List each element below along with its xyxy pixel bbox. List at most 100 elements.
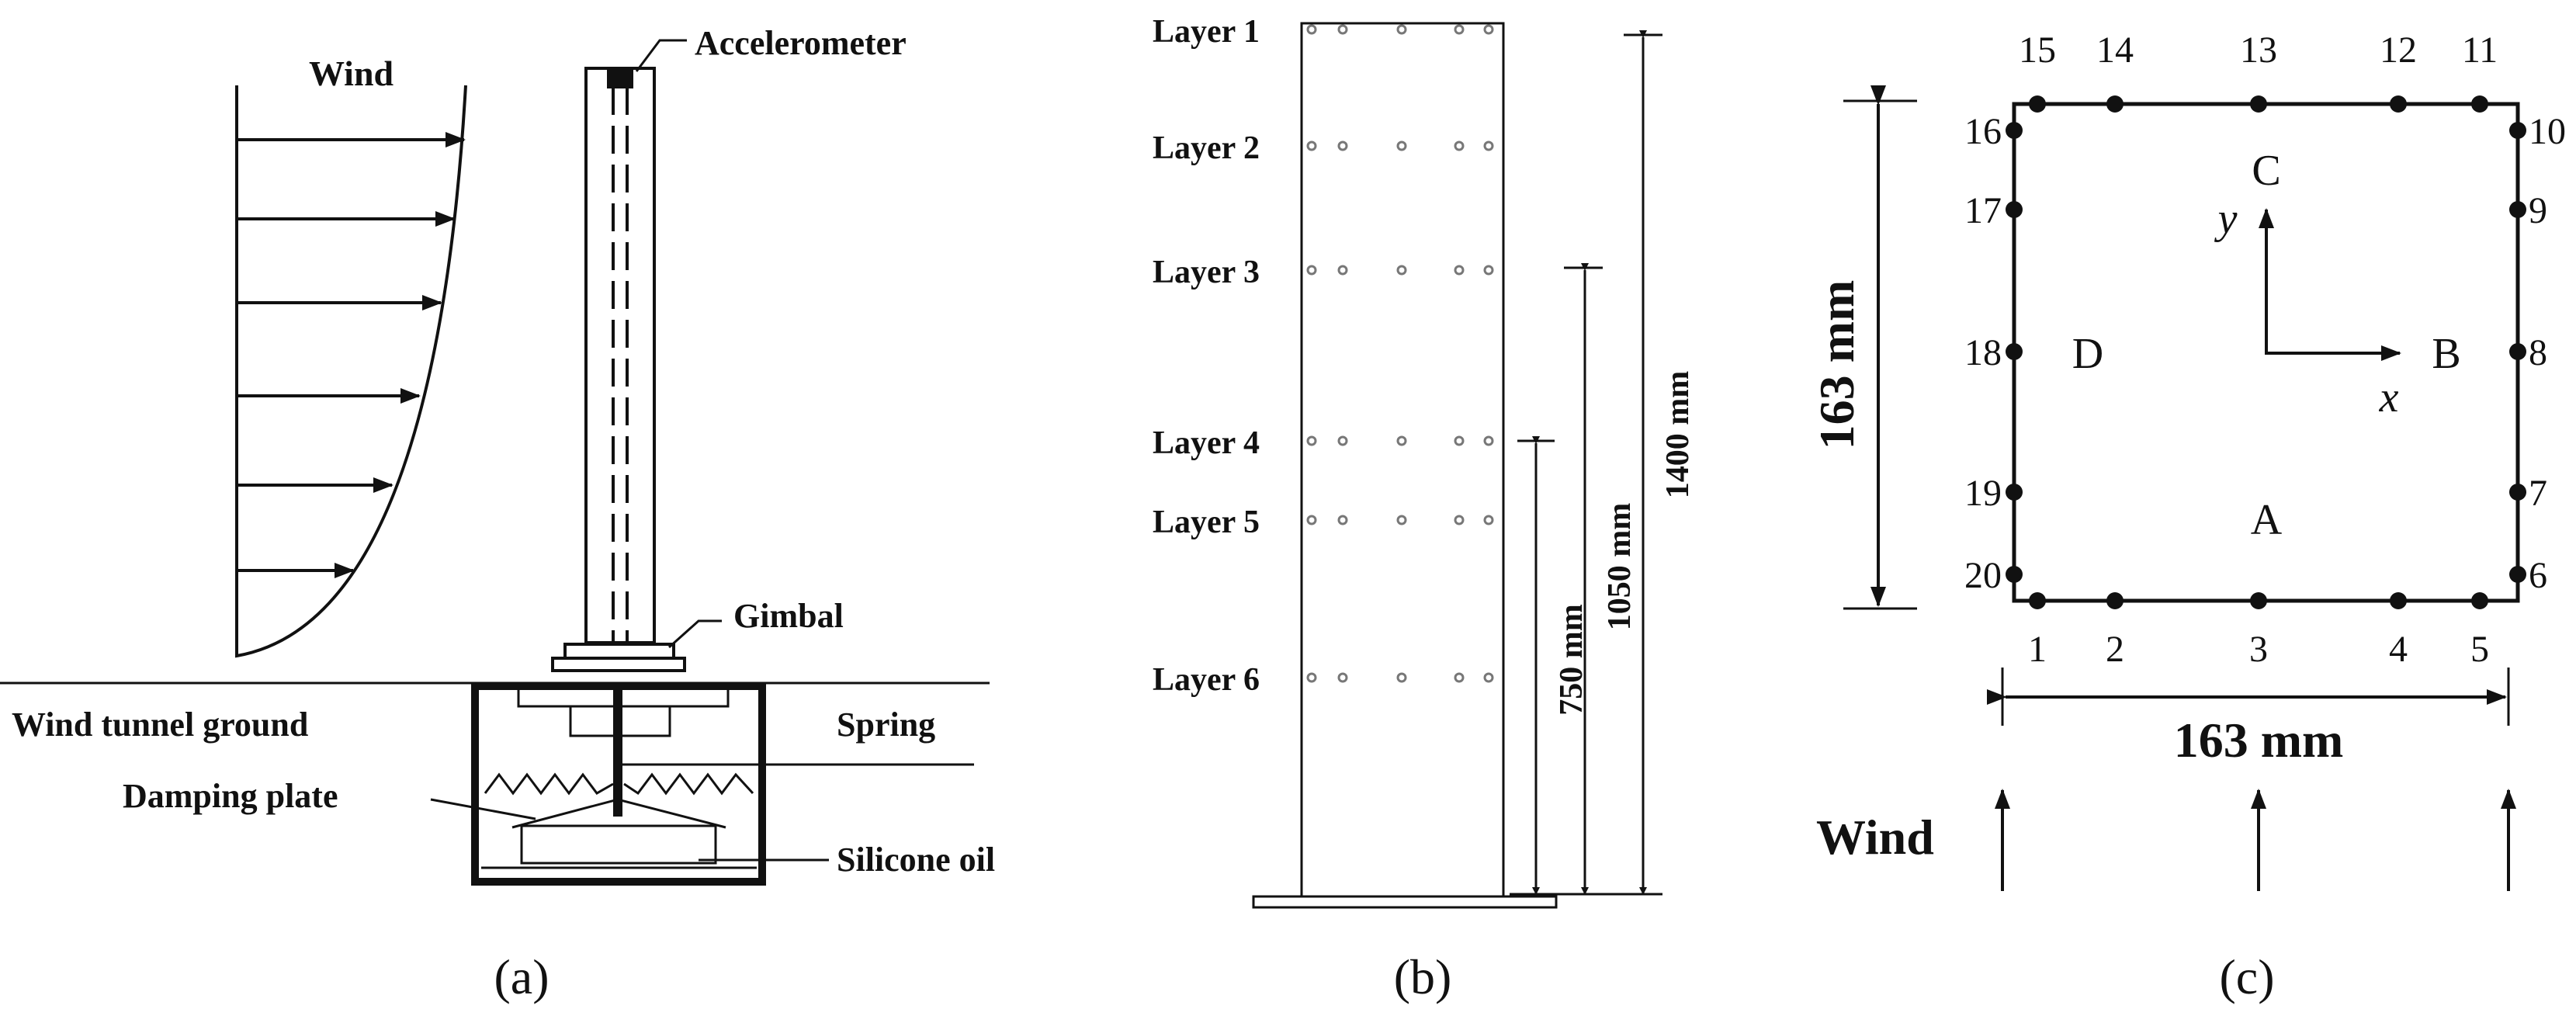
y-axis-label: y xyxy=(2214,195,2238,243)
silicone-oil-label: Silicone oil xyxy=(837,841,995,879)
tap-dot xyxy=(1396,140,1407,151)
tap-dot xyxy=(1483,140,1494,151)
tap-number: 18 xyxy=(1964,332,2002,373)
tap-number: 12 xyxy=(2380,29,2417,71)
layer-label: Layer 3 xyxy=(1153,255,1260,290)
tap-dot xyxy=(1483,24,1494,35)
panel-b: Layer 1 Layer 2 Layer 3 Layer 4 Layer 5 Layer… xyxy=(1153,14,1696,1004)
pressure-tap xyxy=(2106,95,2124,113)
accelerometer xyxy=(607,68,633,88)
tap-number: 9 xyxy=(2529,190,2547,231)
pressure-tap xyxy=(2509,484,2526,501)
tap-number: 8 xyxy=(2529,332,2547,373)
tap-number: 19 xyxy=(1964,473,2002,514)
tap-dot xyxy=(1306,265,1317,276)
gimbal xyxy=(563,643,675,660)
tap-dot xyxy=(1337,435,1348,446)
tap-dot xyxy=(1454,265,1465,276)
tap-number: 13 xyxy=(2240,29,2277,71)
tap-dot xyxy=(1454,140,1465,151)
tap-dot xyxy=(1454,24,1465,35)
x-axis-label: x xyxy=(2379,373,2399,421)
face-b-label: B xyxy=(2432,330,2460,378)
tap-dot xyxy=(1454,672,1465,683)
tap-dot xyxy=(1396,24,1407,35)
layer-rows: Layer 1 Layer 2 Layer 3 Layer 4 Layer 5 Layer… xyxy=(1153,14,1494,698)
tap-number: 7 xyxy=(2529,473,2547,514)
height-dim-label: 163 mm xyxy=(1809,280,1864,450)
spring-right xyxy=(623,772,754,796)
tap-dot xyxy=(1337,265,1348,276)
pressure-tap xyxy=(2006,201,2023,218)
panel-a: Wind Accelerometer Gimbal Wind tunnel gr… xyxy=(0,24,995,1004)
oil-plate xyxy=(520,824,717,865)
dim-1400-label: 1400 mm xyxy=(1660,371,1696,498)
gimbal-label: Gimbal xyxy=(733,597,844,635)
pressure-tap xyxy=(2509,122,2526,139)
dim-1050-label: 1050 mm xyxy=(1602,503,1638,630)
tap-dot xyxy=(1337,24,1348,35)
tap-dot xyxy=(1483,435,1494,446)
tap-number: 5 xyxy=(2470,629,2489,670)
tap-number: 11 xyxy=(2462,29,2498,71)
wind-profile-curve xyxy=(235,85,467,658)
mast xyxy=(584,67,656,644)
face-d-label: D xyxy=(2072,330,2103,378)
ground-label: Wind tunnel ground xyxy=(12,706,308,744)
pressure-tap xyxy=(2250,592,2267,609)
tap-number: 6 xyxy=(2529,555,2547,596)
pressure-tap xyxy=(2471,592,2488,609)
tap-dot xyxy=(1306,24,1317,35)
model-base xyxy=(1252,895,1558,909)
pressure-tap xyxy=(2471,95,2488,113)
pressure-tap xyxy=(2106,592,2124,609)
caption-a: (a) xyxy=(494,949,549,1004)
tap-number: 14 xyxy=(2096,29,2134,71)
layer-label: Layer 1 xyxy=(1153,14,1260,50)
tap-dot xyxy=(1396,672,1407,683)
caption-b: (b) xyxy=(1394,949,1452,1004)
tap-number: 10 xyxy=(2529,111,2566,152)
damping-plate-label: Damping plate xyxy=(123,777,338,815)
spring-label: Spring xyxy=(837,706,935,744)
wind-label-c: Wind xyxy=(1816,810,1934,865)
tap-dot xyxy=(1396,515,1407,525)
layer-label: Layer 6 xyxy=(1153,662,1260,698)
wind-label-a: Wind xyxy=(309,54,394,93)
tap-number: 4 xyxy=(2389,629,2408,670)
tap-dot xyxy=(1337,140,1348,151)
face-c-label: C xyxy=(2252,147,2280,195)
wind-profile-arrows xyxy=(237,132,466,578)
spring-left xyxy=(484,772,614,796)
pressure-tap xyxy=(2509,343,2526,360)
face-a-label: A xyxy=(2251,496,2283,544)
caption-c: (c) xyxy=(2219,949,2274,1004)
layer-label: Layer 4 xyxy=(1153,425,1260,461)
tap-number: 16 xyxy=(1964,111,2002,152)
pressure-tap xyxy=(2509,566,2526,583)
accelerometer-label: Accelerometer xyxy=(695,24,907,62)
pressure-tap xyxy=(2006,122,2023,139)
pressure-tap xyxy=(2029,592,2046,609)
pressure-tap xyxy=(2390,95,2407,113)
tap-number: 20 xyxy=(1964,555,2002,596)
tap-dot xyxy=(1306,515,1317,525)
pressure-tap xyxy=(2390,592,2407,609)
layer-label: Layer 2 xyxy=(1153,130,1260,166)
pressure-tap xyxy=(2006,566,2023,583)
pressure-tap xyxy=(2250,95,2267,113)
pressure-tap xyxy=(2006,343,2023,360)
tap-number: 2 xyxy=(2106,629,2124,670)
pressure-tap xyxy=(2509,201,2526,218)
tap-dot xyxy=(1337,515,1348,525)
tap-dot xyxy=(1483,515,1494,525)
model-elevation xyxy=(1300,22,1505,898)
layer-label: Layer 5 xyxy=(1153,505,1260,540)
tap-dot xyxy=(1396,435,1407,446)
tap-dot xyxy=(1396,265,1407,276)
tap-dot xyxy=(1454,515,1465,525)
tap-dot xyxy=(1454,435,1465,446)
